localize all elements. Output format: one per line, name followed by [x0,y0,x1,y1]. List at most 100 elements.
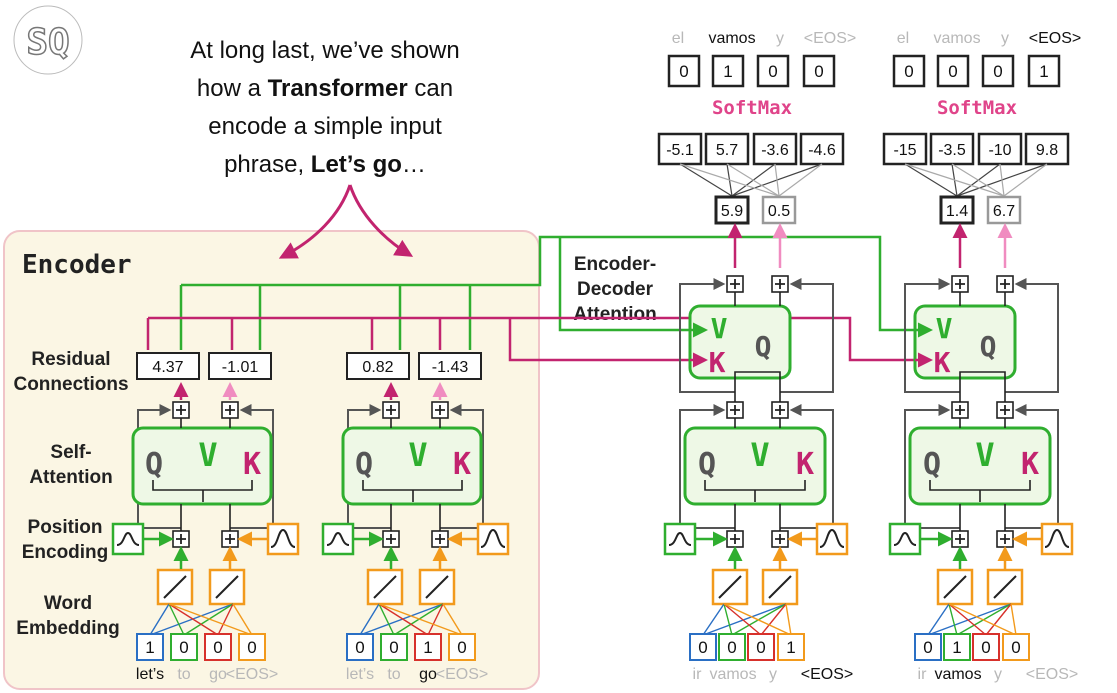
caption-line-1: At long last, we’ve shown [190,37,459,64]
embedding-weight-line [378,603,463,636]
decoder-input-onehot-3-value: 0 [981,638,990,657]
logit-box-3-value: -10 [988,142,1011,159]
one-hot-input-1-box [346,633,374,661]
one-hot-input-1-value: 1 [145,638,154,657]
encoder-output-2: -1.01 [208,352,272,380]
decoder-embedding-weight-line [1010,603,1017,636]
output-word-2: vamos [933,30,980,47]
position-add-1 [382,530,400,548]
fc-weight-line [904,163,1005,197]
caption-line-2: how a Transformer can [197,75,453,102]
linear-activation-icon [718,575,742,599]
decoder-input-onehot-1-box [914,633,942,661]
caption-transformer: Transformer [268,75,408,102]
decoder-input-onehot-2: 0 [718,633,746,661]
residual-add-2 [221,401,239,419]
bell-icon [270,528,296,548]
input-word-4: <EOS> [226,666,278,683]
decoder-position-add-1 [726,530,744,548]
residual-add-2 [431,401,449,419]
decoder-key-letter: K [1021,447,1039,482]
decoder-embedding-weight-line [760,603,787,636]
plus-icon [955,534,965,544]
one-hot-input-2-value: 0 [179,638,188,657]
pos-encoding-box [476,522,510,556]
decoder-sine-position-icon [663,522,697,556]
output-word-1: el [897,30,909,47]
output-onehot-2-box [936,54,970,88]
embedding-weight-line [359,603,380,636]
input-word-3: go [209,666,227,683]
decoder-value-letter: V [975,436,994,474]
decoder-input-onehot-4-box [777,633,805,661]
decoder-position-add-2 [771,530,789,548]
one-hot-input-2: 0 [170,633,198,661]
encoder-output-2-value: -1.01 [222,359,259,376]
caption-line-3: encode a simple input [208,113,442,140]
decoder-embedding-weight-line [723,603,733,636]
output-onehot-2-value: 1 [723,62,732,81]
fc-weight-line [679,163,780,197]
self-attention-block [341,426,483,506]
decoder-input-onehot-3: 0 [747,633,775,661]
pos-encoding-box [815,522,849,556]
plus-icon [1000,534,1010,544]
output-onehot-1: 0 [667,54,701,88]
linear-activation-icon [215,575,239,599]
plus-icon [225,534,235,544]
input-word-2: to [177,666,190,683]
embedding-node-1 [366,568,404,606]
decoder-self-attention-block [683,426,827,506]
output-word-3: y [776,30,784,47]
label-encdec-2: Decoder [577,279,654,300]
key-letter: K [243,447,261,482]
pos-encoding-box [663,522,697,556]
decoder-skip-1 [904,404,960,529]
logit-box-2: 5.7 [704,132,750,166]
embedding-weight-line [217,603,234,636]
decoder-value-2-box [986,195,1022,225]
embedding-weight-line [149,603,170,636]
logit-box-4-value: 9.8 [1036,142,1058,159]
position-add-2 [221,530,239,548]
caption-arrow-right [348,184,414,257]
decoder-cosine-position-icon [815,522,849,556]
decoder-embedding-weight-line [702,603,787,636]
output-onehot-4-box [802,54,836,88]
output-onehot-1-box [667,54,701,88]
one-hot-input-4: 0 [238,633,266,661]
caption-line-2c: can [408,75,453,102]
linear-activation-icon [425,575,449,599]
one-hot-input-3-box [414,633,442,661]
output-onehot-3-box [981,54,1015,88]
decoder-sine-position-icon [888,522,922,556]
decoder-value-1-value: 5.9 [721,203,743,220]
decoder-input-onehot-4: 1 [777,633,805,661]
cosine-position-icon [266,522,300,556]
cosine-position-icon [476,522,510,556]
decoder-input-word-2: vamos [934,666,981,683]
pos-encoding-box [321,522,355,556]
encdec-query-letter: Q [980,330,997,363]
embedding-node-box [418,568,456,606]
decoder-value-letter: V [750,436,769,474]
output-onehot-1-value: 0 [679,62,688,81]
fc-weight-line [726,163,780,197]
embedding-weight-line [427,603,444,636]
fc-weight-line [951,163,1005,197]
encoder-output-2-box [208,352,272,380]
logit-box-1-value: -5.1 [666,142,694,159]
decoder-residual-add-1 [951,401,969,419]
label-encdec-3: Attention [573,304,656,325]
caption-lets-go: Let’s go [311,151,402,178]
position-add-2 [431,530,449,548]
logit-box-2-box [704,132,750,166]
decoder-skip-1 [679,404,735,529]
plus-icon [730,405,740,415]
decoder-input-onehot-3-box [747,633,775,661]
plus-icon [955,405,965,415]
caption-line-2a: how a [197,75,268,102]
decoder-input-onehot-1-value: 0 [923,638,932,657]
